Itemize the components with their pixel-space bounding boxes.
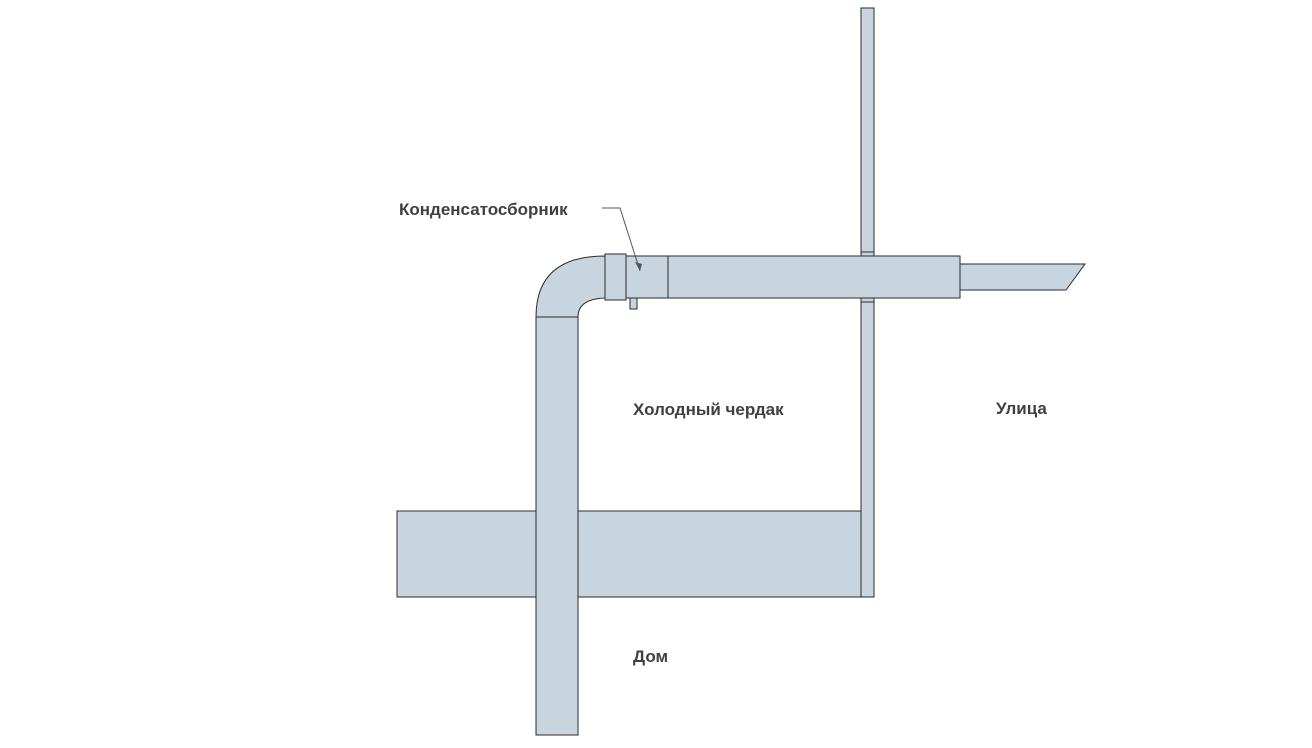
- label-cold-attic: Холодный чердак: [633, 400, 784, 419]
- label-street: Улица: [996, 399, 1047, 418]
- attic-floor-slab: [396, 510, 862, 598]
- duct-coupling: [604, 253, 627, 301]
- leader-arrowhead: [635, 262, 642, 271]
- vertical-duct: [535, 316, 579, 736]
- horizontal-duct: [667, 255, 961, 299]
- condensate-collector-section: [625, 255, 669, 299]
- duct-elbow: [535, 255, 606, 318]
- duct-outlet-tip: [959, 263, 1086, 291]
- label-house: Дом: [633, 647, 668, 666]
- leader-line: [602, 207, 641, 272]
- condensate-drain-tap: [629, 297, 638, 310]
- label-condensate-collector: Конденсатосборник: [399, 200, 568, 219]
